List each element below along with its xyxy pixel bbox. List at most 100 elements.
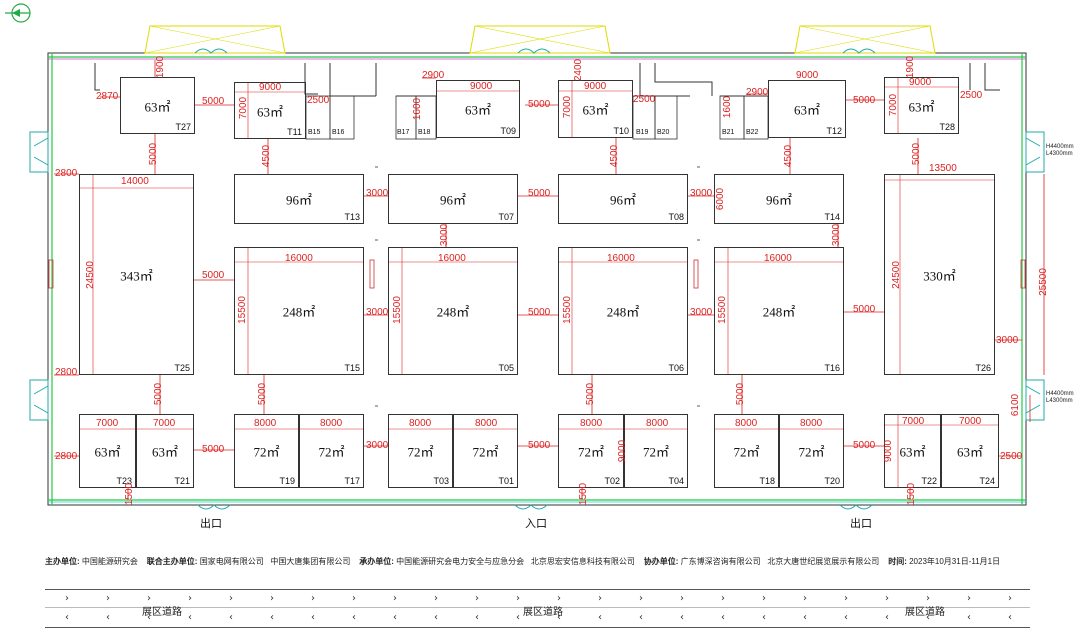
dim-label: 2500 [307, 95, 330, 106]
chevron-left-icon: ‹ [270, 612, 274, 623]
dim-label: 2400 [573, 58, 585, 82]
dim-label: 8000 [646, 418, 669, 429]
small-booth-label: B15 [308, 129, 321, 136]
chevron-right-icon: › [188, 593, 192, 604]
dim-label: 4500 [783, 144, 795, 168]
dim-label: 8000 [320, 418, 343, 429]
dim-label: 5000 [585, 382, 597, 406]
booth-area: 72㎡ [798, 444, 825, 460]
dim-label: 3000 [366, 440, 389, 451]
booth-area: 63㎡ [94, 444, 121, 460]
north-arrow-icon [5, 3, 31, 23]
dim-label: 8000 [580, 418, 603, 429]
dim-label: 9000 [584, 81, 607, 92]
booth-t14: 96㎡ T14 [714, 174, 844, 224]
booth-area: 330㎡ [923, 268, 956, 283]
chevron-right-icon: › [762, 593, 766, 604]
booth-area: 96㎡ [765, 192, 793, 208]
chevron-right-icon: › [967, 593, 971, 604]
booth-code: T07 [498, 212, 514, 222]
dim-label: 7000 [238, 96, 250, 120]
dim-label: 5000 [735, 382, 747, 406]
booth-area: 63㎡ [144, 99, 171, 114]
dim-label: 7000 [959, 416, 982, 427]
dim-label: 8000 [475, 418, 498, 429]
booth-area: 72㎡ [253, 444, 280, 460]
chevron-left-icon: ‹ [557, 612, 561, 623]
dim-label: 1600 [722, 95, 734, 119]
booth-code: T14 [824, 212, 840, 222]
chevron-left-icon: ‹ [188, 612, 192, 623]
dim-label: 3000 [690, 188, 713, 199]
booth-area: 248㎡ [606, 304, 640, 320]
chevron-left-icon: ‹ [393, 612, 397, 623]
dim-label: 5000 [528, 188, 551, 199]
dim-label: 16000 [607, 253, 635, 264]
chevron-right-icon: › [516, 593, 520, 604]
dim-label: 13500 [929, 163, 957, 174]
dim-label: 3000 [366, 188, 389, 199]
dim-label: 5000 [257, 382, 269, 406]
dim-label: 8000 [409, 418, 432, 429]
booth-code: T18 [759, 476, 775, 486]
chevron-right-icon: › [270, 593, 274, 604]
dim-label: 1500 [906, 482, 918, 506]
dim-label: 15500 [561, 296, 573, 324]
road-label: 展区道路 [142, 607, 182, 618]
chevron-right-icon: › [65, 593, 69, 604]
dim-label: 7000 [902, 416, 925, 427]
dim-label: 5000 [202, 444, 225, 455]
booth-code: T09 [500, 126, 516, 136]
booth-area: 63㎡ [956, 444, 984, 460]
chevron-right-icon: › [721, 593, 725, 604]
small-booth-label: B17 [397, 129, 410, 136]
booth-code: T11 [287, 127, 302, 137]
dim-label: 2800 [55, 367, 78, 378]
dim-label: 15500 [391, 296, 403, 324]
booth-area: 248㎡ [436, 304, 470, 320]
chevron-left-icon: ‹ [885, 612, 889, 623]
road-label: 展区道路 [905, 607, 945, 618]
booth-area: 63㎡ [899, 444, 926, 460]
chevron-right-icon: › [393, 593, 397, 604]
chevron-left-icon: ‹ [434, 612, 438, 623]
dim-label: 5000 [528, 99, 551, 110]
booth-area: 63㎡ [256, 104, 284, 119]
small-booth-label: B19 [636, 129, 649, 136]
dim-label: 2500 [1000, 451, 1023, 462]
chevron-right-icon: › [1008, 593, 1012, 604]
chevron-right-icon: › [229, 593, 233, 604]
dim-label: 5000 [153, 382, 165, 406]
booth-area: 63㎡ [151, 444, 179, 460]
booth-code: T16 [824, 363, 840, 373]
chevron-right-icon: › [844, 593, 848, 604]
dim-label: 6000 [715, 187, 727, 211]
chevron-right-icon: › [885, 593, 889, 604]
chevron-right-icon: › [680, 593, 684, 604]
chevron-left-icon: ‹ [311, 612, 315, 623]
chevron-left-icon: ‹ [926, 612, 930, 623]
chevron-left-icon: ‹ [762, 612, 766, 623]
booth-code: T01 [498, 476, 514, 486]
dim-label: 5000 [528, 307, 551, 318]
dim-label: 1500 [124, 482, 136, 506]
booth-code: T22 [921, 476, 937, 486]
dim-label: 2800 [55, 451, 78, 462]
dim-label: 9000 [796, 70, 819, 81]
dim-label: 5000 [528, 440, 551, 451]
dim-label: 7000 [153, 418, 176, 429]
chevron-left-icon: ‹ [803, 612, 807, 623]
booth-area: 248㎡ [282, 304, 316, 320]
dim-label: 3000 [690, 307, 713, 318]
